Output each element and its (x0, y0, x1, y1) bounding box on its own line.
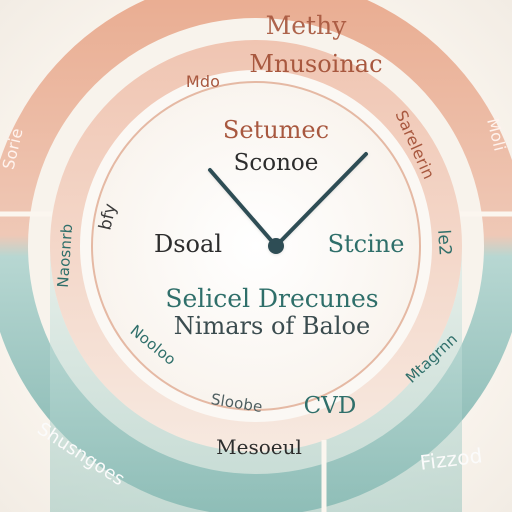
center-right-word: Stcine (328, 230, 405, 258)
inner-ring (91, 81, 421, 411)
middle-bottom-label: Mesoeul (216, 435, 302, 459)
clock-hour-hand (208, 168, 278, 248)
middle-bottom-right: CVD (304, 393, 357, 419)
middle-top-label: Mnusoinac (249, 50, 382, 78)
outer-top-right-label: Methy (266, 11, 348, 40)
clock-icon (208, 152, 368, 254)
center-bottom-line-2: Nimars of Baloe (174, 312, 370, 340)
clock-minute-hand (274, 152, 368, 248)
clock-center-dot (268, 238, 284, 254)
middle-top-left-label: Mdo (186, 72, 220, 91)
center-left-word: Dsoal (154, 230, 222, 258)
middle-right-small: le2 (433, 229, 455, 256)
center-bottom-line-1: Selicel Drecunes (165, 284, 378, 313)
middle-left-side: Naosnrb (54, 223, 76, 288)
middle-ring-bottom (50, 246, 462, 512)
center-top-line-2: Sconoe (234, 150, 319, 176)
center-top-line-1: Setumec (223, 116, 329, 144)
